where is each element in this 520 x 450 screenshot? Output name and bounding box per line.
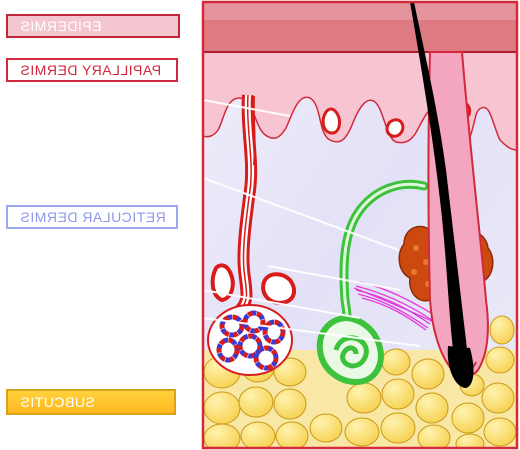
hair-bulb (447, 346, 474, 388)
papilla-capillary-1 (321, 107, 341, 135)
skin-frame (201, 0, 519, 450)
fat-cells (203, 315, 517, 448)
hair-shaft (410, 2, 468, 386)
vascular-coil (207, 304, 293, 376)
pointer-lines (203, 99, 421, 347)
blood-vessel (235, 94, 258, 315)
capillary-loop-right (261, 272, 297, 305)
epidermis-highlight (203, 2, 517, 20)
capillary-loop-left (210, 263, 235, 303)
papilla-capillary-2 (385, 118, 405, 138)
arrector-pili-muscle (353, 281, 437, 331)
sweat-gland (316, 179, 429, 386)
